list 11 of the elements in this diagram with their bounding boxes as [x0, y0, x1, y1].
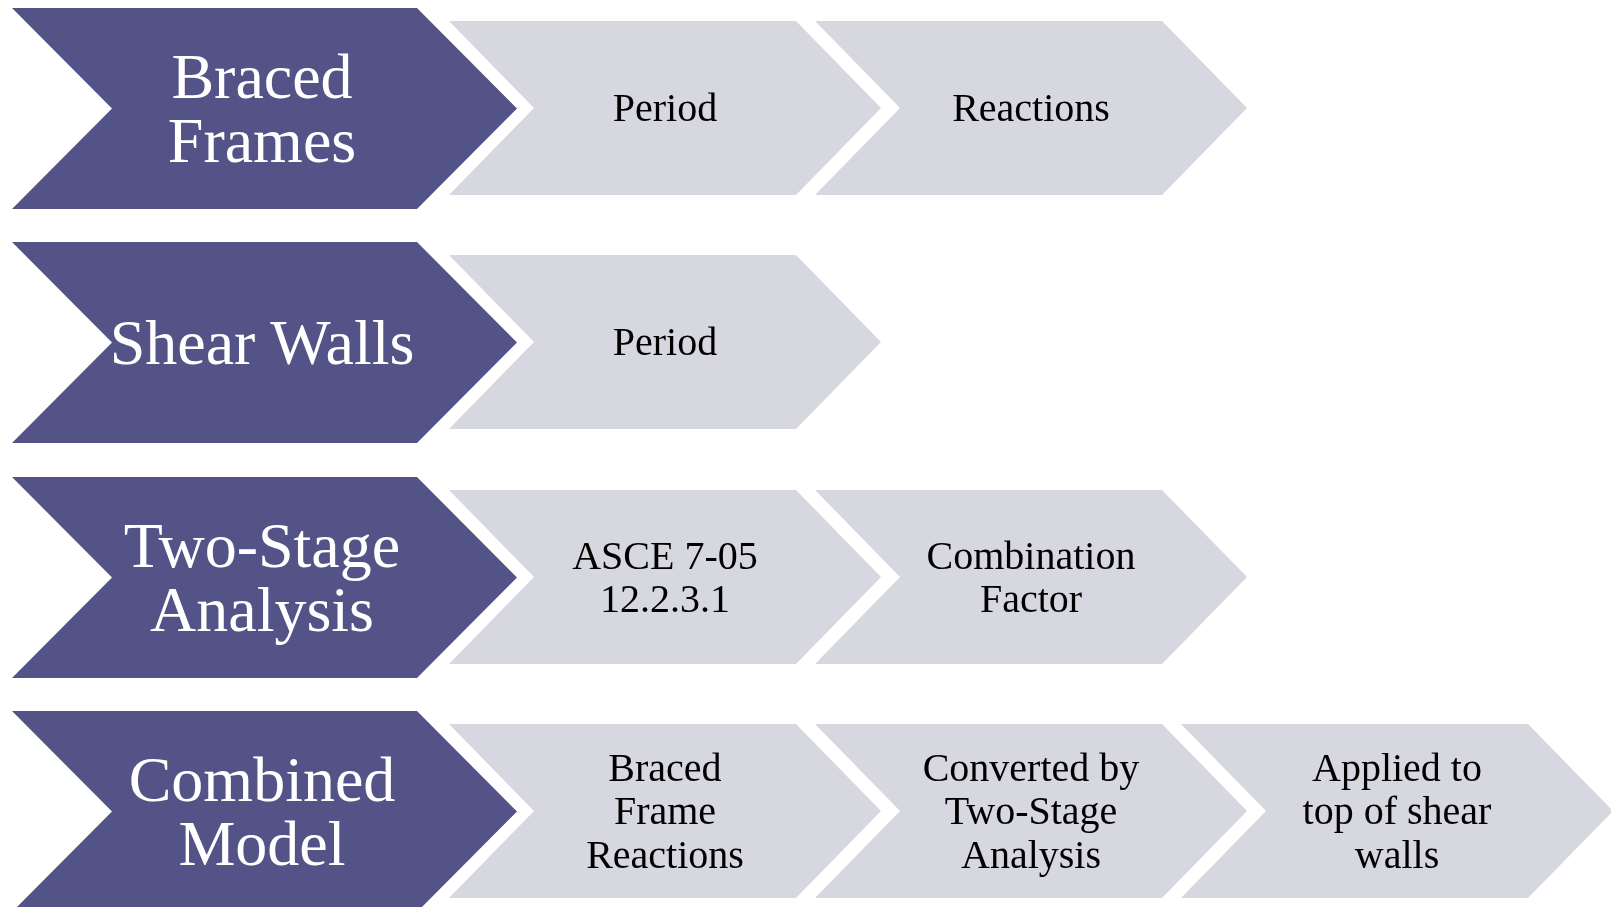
step-label: Period	[612, 86, 718, 130]
step-label: Period	[612, 320, 718, 364]
step-label: Converted by Two-Stage Analysis	[921, 746, 1141, 876]
step-label: Combination Factor	[925, 533, 1137, 621]
step-label: ASCE 7-05 12.2.3.1	[571, 533, 759, 621]
category-label: Shear Walls	[109, 310, 415, 375]
category-label: Braced Frames	[166, 44, 358, 173]
step-label: Applied to top of shear walls	[1301, 746, 1493, 876]
category-label: Combined Model	[127, 747, 397, 876]
step-label: Braced Frame Reactions	[585, 746, 745, 876]
step-label: Reactions	[952, 86, 1110, 130]
